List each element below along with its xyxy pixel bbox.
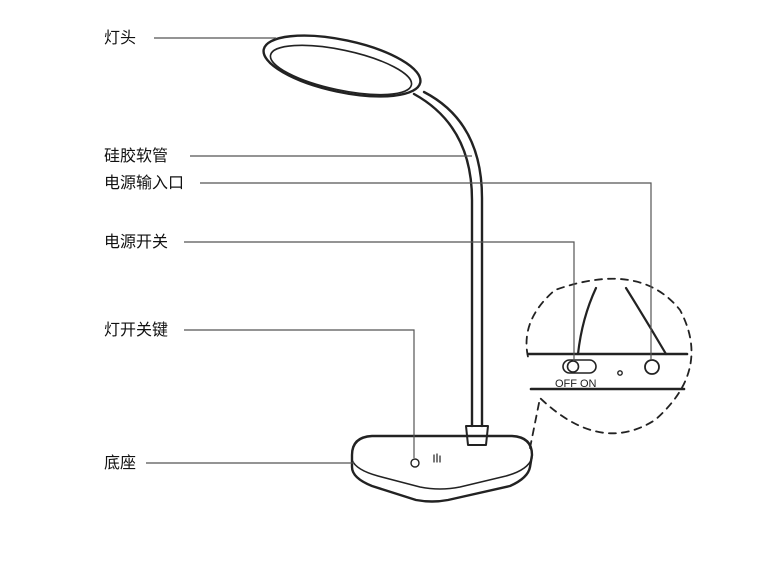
zoomed-base-edge: [526, 352, 689, 391]
label-lamp-head: 灯头: [104, 28, 137, 47]
label-power-switch: 电源开关: [104, 232, 169, 251]
lamp-base: [350, 434, 534, 503]
zoomed-neck-curves: [576, 286, 668, 356]
leader-power-input: [200, 182, 652, 360]
indicator-light: [617, 370, 623, 376]
switch-on-text: ON: [580, 378, 597, 390]
silicone-hose: [412, 90, 484, 428]
leader-lines: [146, 37, 652, 464]
label-silicone-hose: 硅胶软管: [104, 146, 169, 165]
lamp-head: [262, 34, 422, 98]
light-switch-key: [410, 458, 420, 468]
detail-zoom-outline: [525, 277, 693, 449]
label-light-switch-key: 灯开关键: [104, 320, 169, 339]
switch-off-text: OFF: [555, 378, 577, 390]
power-input-port: [644, 359, 660, 375]
touch-icon: [433, 453, 441, 463]
label-base: 底座: [104, 453, 137, 472]
leader-power-switch: [184, 241, 575, 361]
label-power-input: 电源输入口: [104, 173, 185, 192]
leader-light-switch-key: [184, 329, 415, 458]
power-switch: [562, 359, 597, 374]
neck-collar: [465, 425, 489, 446]
